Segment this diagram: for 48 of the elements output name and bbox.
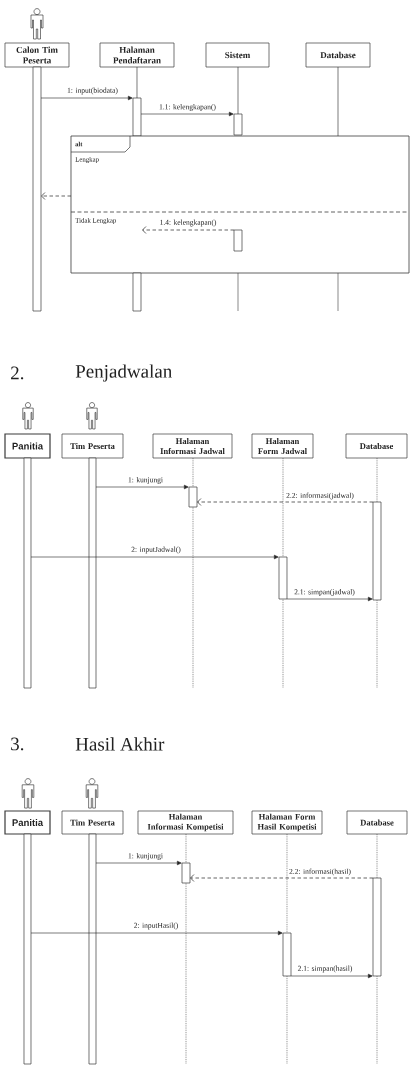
message-arrow bbox=[30, 554, 279, 560]
lifeline bbox=[136, 66, 138, 99]
activation-bar bbox=[188, 486, 198, 508]
lifeline-box: Database bbox=[345, 433, 408, 459]
activation-bar bbox=[32, 66, 42, 312]
activation-bar bbox=[181, 862, 191, 884]
activation-bar bbox=[372, 877, 382, 977]
message-arrow bbox=[286, 596, 373, 602]
message-arrow bbox=[40, 95, 133, 101]
lifeline bbox=[337, 66, 339, 137]
activation-bar bbox=[233, 113, 243, 136]
lifeline-box: Halaman Form Hasil Kompetisi bbox=[251, 810, 323, 835]
activation-bar bbox=[23, 833, 32, 1065]
lifeline bbox=[237, 66, 239, 115]
activation-bar bbox=[233, 229, 243, 252]
activation-bar bbox=[132, 97, 142, 137]
section-number: 2. bbox=[11, 366, 24, 380]
lifeline-box: Halaman Informasi Jadwal bbox=[152, 433, 233, 459]
return-arrow bbox=[41, 192, 72, 200]
activation-bar bbox=[88, 457, 97, 689]
activation-bar bbox=[282, 932, 292, 977]
lifeline-box: Panitia bbox=[4, 433, 51, 459]
message-arrow bbox=[290, 973, 373, 979]
activation-bar bbox=[88, 833, 97, 1065]
message-arrow bbox=[95, 484, 189, 490]
lifeline-box: Tim Peserta bbox=[61, 810, 124, 835]
activation-bar bbox=[278, 556, 288, 600]
message-arrow bbox=[30, 930, 283, 936]
lifeline-box: Halaman Informasi Kompetisi bbox=[137, 810, 234, 835]
lifeline-box: Database bbox=[305, 42, 371, 68]
lifeline-box: Database bbox=[346, 810, 408, 835]
return-arrow bbox=[190, 874, 374, 882]
message-arrow bbox=[95, 860, 182, 866]
lifeline-box: Panitia bbox=[4, 810, 51, 835]
lifeline-box: Halaman Form Jadwal bbox=[251, 433, 314, 459]
activation-bar bbox=[23, 457, 32, 689]
lifeline-box: Calon Tim Peserta bbox=[4, 42, 70, 68]
activation-bar bbox=[372, 501, 382, 601]
section-heading: Hasil Akhir bbox=[75, 737, 165, 751]
lifeline-box: Halaman Pendaftaran bbox=[99, 42, 175, 68]
return-arrow bbox=[197, 498, 374, 506]
return-arrow bbox=[142, 226, 235, 234]
activation-bar bbox=[132, 272, 142, 312]
message-arrow bbox=[140, 111, 234, 117]
lifeline-box: Tim Peserta bbox=[61, 433, 124, 459]
section-number: 3. bbox=[11, 737, 24, 751]
lifeline-box: Sistem bbox=[205, 42, 270, 68]
section-heading: Penjadwalan bbox=[75, 364, 172, 382]
